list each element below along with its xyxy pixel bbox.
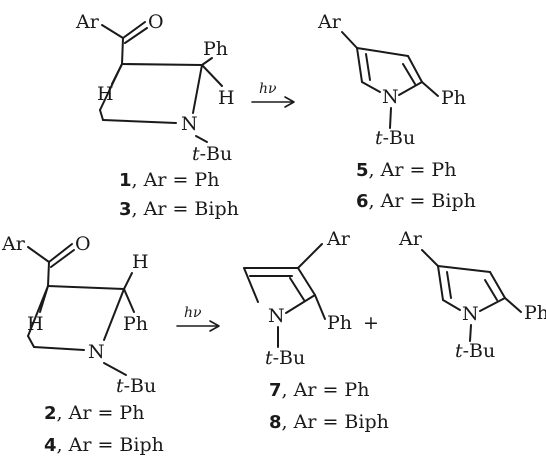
compound-label-2: 2, Ar = Ph [44, 402, 144, 424]
atom-tbu: t-Bu [116, 375, 156, 397]
atom-ar: Ar [1, 233, 26, 255]
compound-label-5: 5, Ar = Ph [356, 159, 456, 181]
atom-tbu: t-Bu [455, 340, 495, 362]
atom-ar: Ar [326, 228, 351, 250]
atom-n: N [181, 113, 198, 135]
atom-h: H [218, 87, 235, 109]
compound-label-7: 7, Ar = Ph [269, 379, 369, 401]
atom-ph: Ph [327, 312, 352, 334]
photolysis-arrow-2: hν [176, 305, 220, 332]
azetidine-2-structure: Ar O H H Ph N t-Bu [1, 233, 156, 397]
atom-tbu: t-Bu [375, 127, 415, 149]
atom-n: N [462, 303, 479, 325]
atom-n: N [268, 305, 285, 327]
pyrrole-5-structure: Ar N Ph t-Bu [317, 11, 466, 149]
atom-ph: Ph [524, 302, 546, 324]
atom-ar: Ar [398, 228, 423, 250]
atom-n: N [88, 341, 105, 363]
compound-label-8: 8, Ar = Biph [269, 411, 389, 433]
atom-h: H [132, 251, 149, 273]
plus-sign: + [363, 312, 379, 334]
compound-label-6: 6, Ar = Biph [356, 190, 476, 212]
atom-tbu: t-Bu [265, 347, 305, 369]
atom-tbu: t-Bu [192, 143, 232, 165]
atom-ar: Ar [317, 11, 342, 33]
atom-ph: Ph [441, 87, 466, 109]
arrow-label: hν [184, 305, 202, 321]
compound-label-1: 1, Ar = Ph [119, 169, 219, 191]
photolysis-arrow-1: hν [251, 81, 295, 108]
atom-o: O [148, 11, 164, 33]
compound-label-3: 3, Ar = Biph [119, 198, 239, 220]
atom-ph: Ph [203, 38, 228, 60]
atom-ar: Ar [75, 11, 100, 33]
pyrrole-5-structure-repeat: Ar N Ph t-Bu [398, 228, 546, 362]
atom-ph: Ph [123, 313, 148, 335]
atom-n: N [382, 86, 399, 108]
compound-label-4: 4, Ar = Biph [44, 434, 164, 456]
pyrrole-7-structure: Ar N Ph t-Bu [243, 228, 352, 369]
azetidine-1-structure: Ar O Ph H H N t-Bu [75, 11, 235, 165]
arrow-label: hν [259, 81, 277, 97]
atom-o: O [75, 233, 91, 255]
